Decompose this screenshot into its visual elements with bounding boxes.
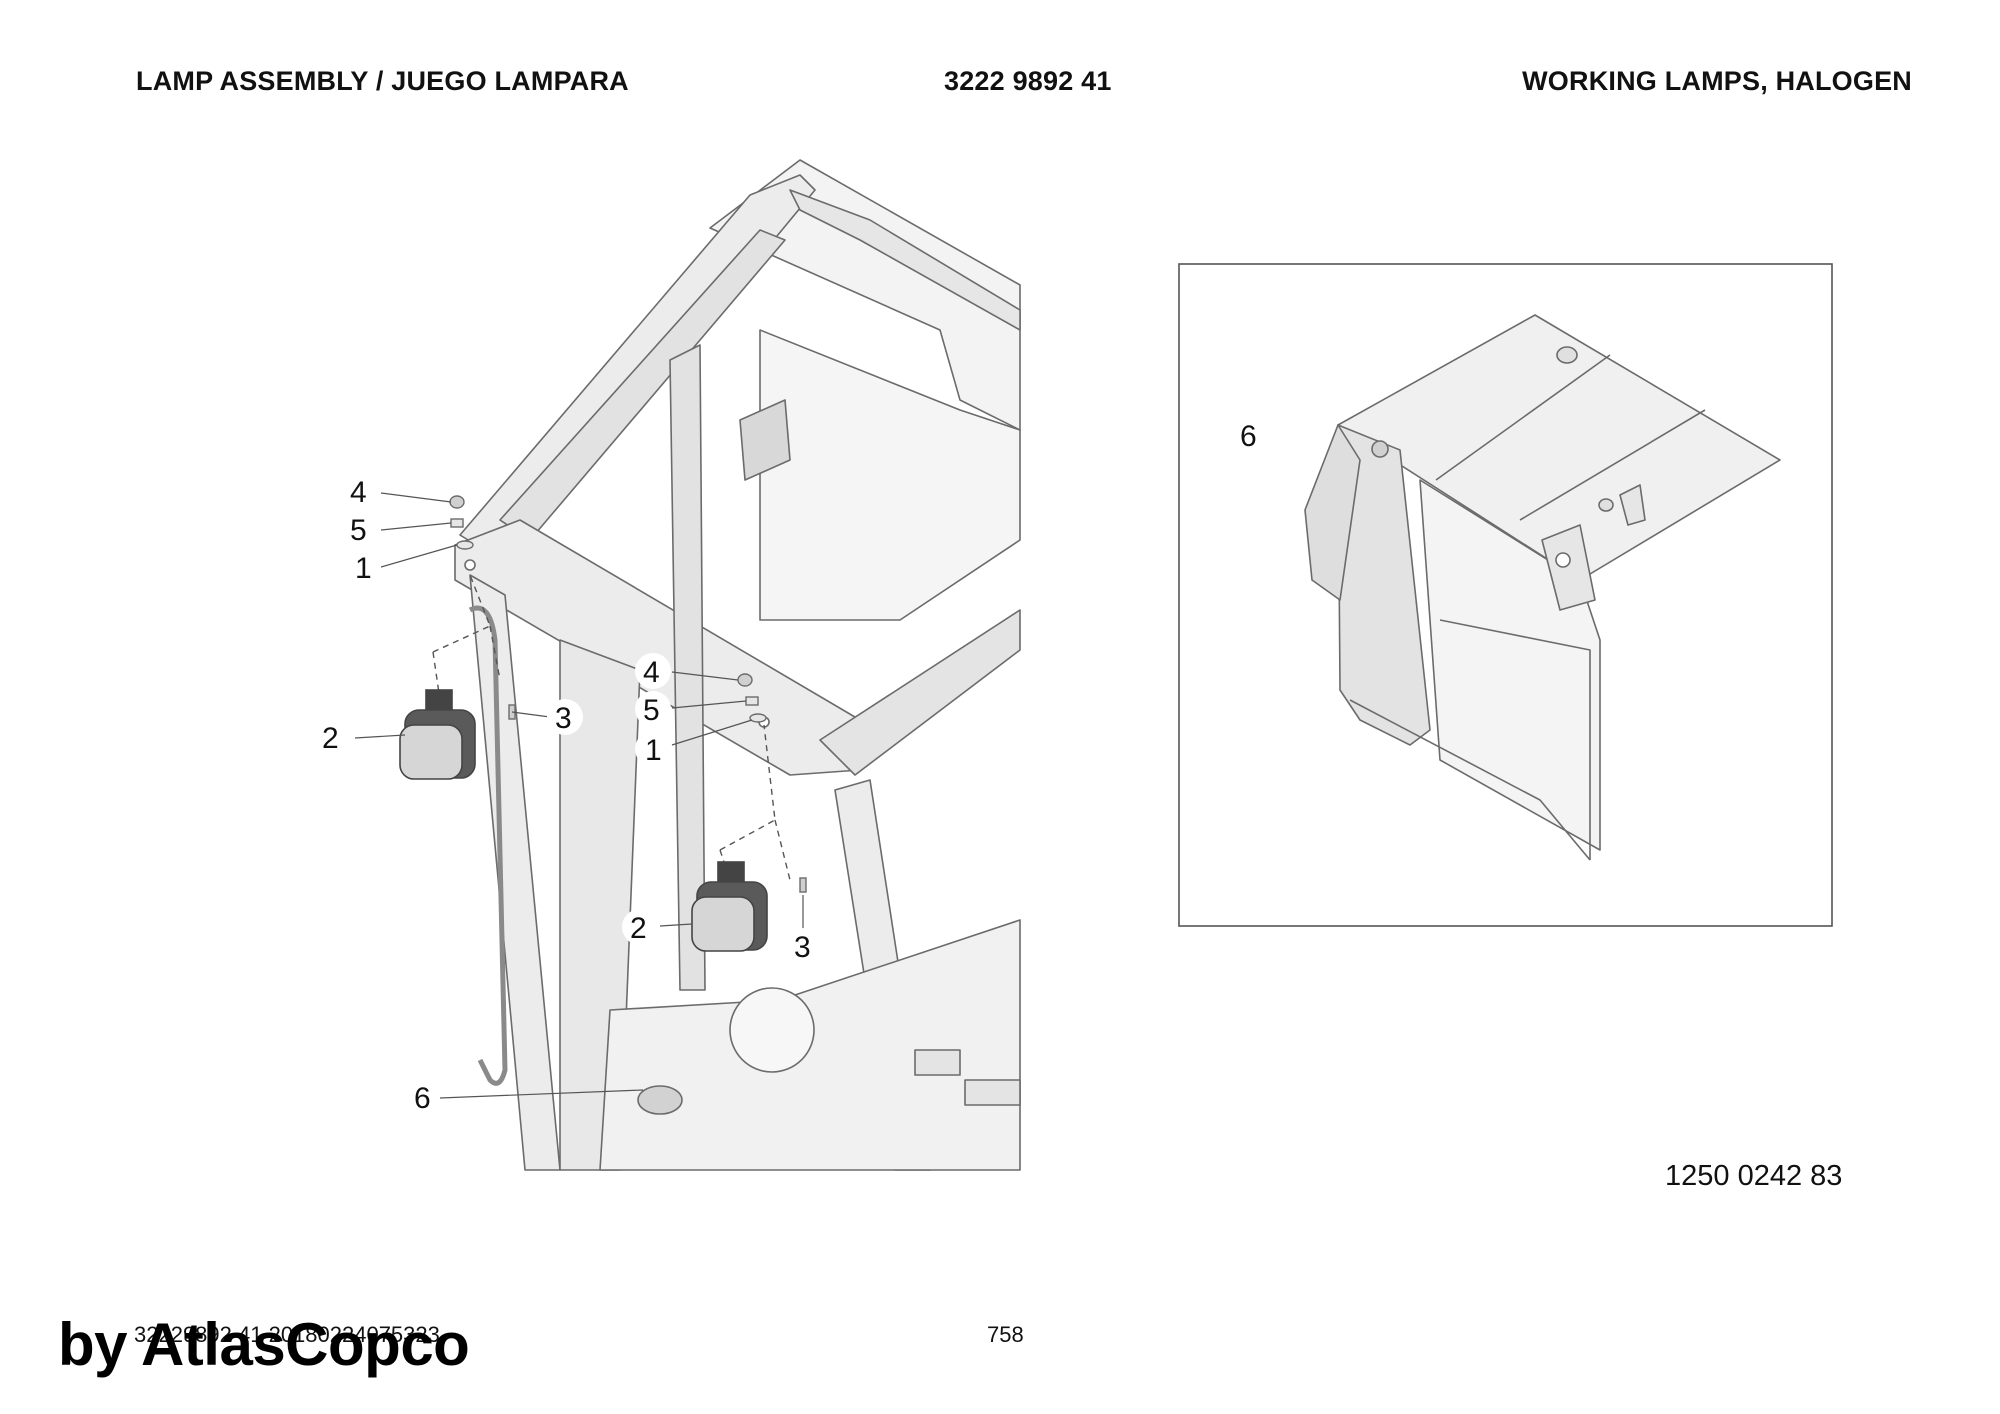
- work-lamp-upper: [399, 689, 476, 780]
- callout-5-lower-bubble: [635, 691, 671, 727]
- callout-3-lower: 3: [794, 931, 811, 964]
- detail-view: 6: [1178, 263, 1833, 927]
- washer-b: [745, 696, 759, 706]
- callout-5-upper: 5: [350, 514, 367, 547]
- detail-bracket-arm: [1337, 424, 1431, 746]
- callout-3-lower-bubble: [786, 928, 822, 964]
- cab-frame-drawing: [454, 159, 1021, 1171]
- grab-handle: [468, 605, 508, 1086]
- callout-3-upper-bubble: [547, 699, 583, 735]
- floor-vent-1: [914, 1049, 961, 1076]
- cab-top-crossbeam: [789, 189, 1021, 331]
- washer-a: [450, 518, 464, 528]
- cab-right-crossbeam: [819, 609, 1021, 776]
- page-title: LAMP ASSEMBLY / JUEGO LAMPARA: [136, 66, 629, 96]
- cap-nut-a: [449, 495, 465, 509]
- footer-document-id: 32229892 41 20180224075323: [134, 1322, 440, 1347]
- cab-center-pillar: [669, 344, 706, 991]
- flat-washer-a: [456, 540, 474, 550]
- decal: [739, 399, 791, 481]
- detail-mount-hole: [1555, 552, 1571, 568]
- flat-washer-b: [749, 713, 767, 723]
- callout-1-lower-bubble: [635, 731, 671, 767]
- section-title: WORKING LAMPS, HALOGEN: [1522, 66, 1912, 96]
- callout-2-lower-bubble: [622, 909, 658, 945]
- floor-lamp-mount: [637, 1085, 683, 1115]
- detail-lower-frame: [1439, 619, 1591, 860]
- callout-5-lower: 5: [643, 694, 660, 727]
- callout-1-upper: 1: [355, 552, 372, 585]
- cab-rear-wall: [759, 329, 1021, 621]
- callout-4-upper: 4: [350, 476, 367, 509]
- callout-6-detail: 6: [1240, 420, 1257, 453]
- cab-left-pillar: [469, 574, 561, 1171]
- detail-roof-panel: [1337, 314, 1781, 581]
- drawing-number: 1250 0242 83: [1665, 1160, 1843, 1192]
- part-number: 3222 9892 41: [944, 66, 1112, 96]
- callout-4-lower-bubble: [635, 653, 671, 689]
- cab-left-roof-beam-inner: [499, 229, 786, 541]
- detail-fastener-6: [1371, 440, 1389, 458]
- callout-2-lower: 2: [630, 912, 647, 945]
- detail-cap-nut-2: [1598, 498, 1614, 512]
- callout-labels: 4 5 1 2 3 4 5 1 2 3 6: [322, 476, 822, 1115]
- page-number: 758: [987, 1322, 1024, 1347]
- mount-point-a: [464, 559, 476, 571]
- callout-1-lower: 1: [645, 734, 662, 767]
- work-lamp-lower: [691, 861, 768, 952]
- callout-4-lower: 4: [643, 656, 660, 689]
- floor-vent-2: [964, 1079, 1021, 1106]
- callout-6-main: 6: [414, 1082, 431, 1115]
- screw-b: [799, 877, 807, 893]
- floor-opening: [729, 987, 815, 1073]
- callout-2-upper: 2: [322, 722, 339, 755]
- detail-cap-nut: [1556, 346, 1578, 364]
- detail-frame-rail: [1349, 699, 1591, 861]
- cap-nut-b: [737, 673, 753, 687]
- watermark: by AtlasCopco: [58, 1311, 470, 1378]
- detail-bracket-ear: [1619, 484, 1646, 526]
- detail-mount-tab: [1541, 524, 1596, 611]
- detail-side-panel: [1304, 424, 1361, 601]
- callout-3-upper: 3: [555, 702, 572, 735]
- cab-roof-panel: [709, 159, 1021, 431]
